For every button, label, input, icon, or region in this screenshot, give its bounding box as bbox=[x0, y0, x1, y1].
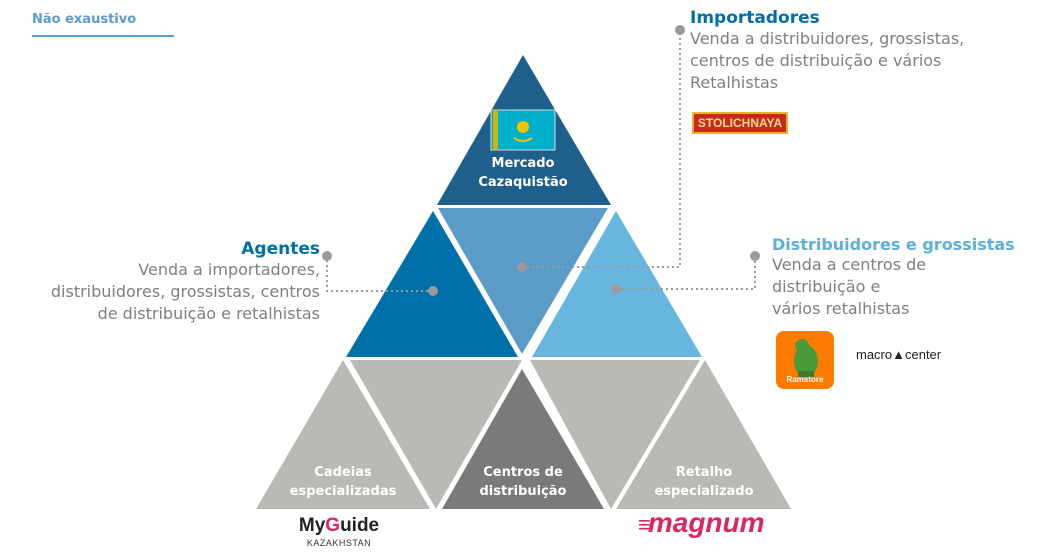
bottom-center-line1: Centros de bbox=[483, 465, 563, 480]
bottom-tri-center bbox=[442, 369, 604, 509]
connector-dots bbox=[322, 25, 760, 296]
myguide-logo: MyGuide KAZAKHSTAN bbox=[289, 515, 389, 549]
importadores-desc-line: centros de distribuição e vários bbox=[690, 51, 942, 70]
bottom-left-line2: especializadas bbox=[289, 484, 397, 499]
top-triangle-label: Mercado Cazaquistão bbox=[463, 154, 583, 192]
kazakhstan-flag-icon bbox=[490, 109, 556, 151]
distribuidores-title: Distribuidores e grossistas bbox=[772, 235, 1015, 254]
top-label-line1: Mercado bbox=[491, 156, 555, 171]
agentes-triangle bbox=[346, 211, 518, 357]
bottom-tri-1 bbox=[256, 360, 430, 509]
distribuidores-desc-line: Venda a centros de bbox=[772, 255, 927, 274]
stolichnaya-logo: STOLICHNAYA bbox=[692, 112, 788, 134]
bottom-right-label: Retalho especializado bbox=[626, 463, 782, 501]
importadores-title: Importadores bbox=[690, 8, 820, 28]
ramstore-logo-text: Ramstore bbox=[786, 375, 824, 384]
bottom-left-label: Cadeias especializadas bbox=[263, 463, 423, 501]
myguide-logo-part: G bbox=[325, 515, 341, 536]
myguide-logo-sub: KAZAKHSTAN bbox=[306, 538, 372, 548]
bottom-tri-5 bbox=[616, 360, 791, 509]
magnum-speed-lines-icon: ≡ bbox=[638, 512, 651, 537]
bottom-center-label: Centros de distribuição bbox=[449, 463, 597, 501]
macrocenter-logo: macro▲center bbox=[856, 347, 942, 362]
importadores-desc: Venda a distribuidores, grossistas, cent… bbox=[690, 28, 1040, 94]
importadores-desc-line: Retalhistas bbox=[690, 73, 779, 92]
myguide-logo-part: My bbox=[298, 515, 326, 536]
connector-lines bbox=[326, 30, 756, 292]
myguide-logo-part: uide bbox=[340, 515, 380, 536]
bottom-tri-2 bbox=[350, 360, 522, 509]
importadores-block: Importadores Venda a distribuidores, gro… bbox=[690, 8, 1040, 94]
distribuidores-desc-line: distribuição e bbox=[772, 277, 881, 296]
agentes-desc: Venda a importadores, distribuidores, gr… bbox=[0, 259, 320, 325]
bottom-right-line1: Retalho bbox=[675, 465, 733, 480]
distribuidores-desc: Venda a centros de distribuição e vários… bbox=[772, 254, 1048, 320]
center-blue-triangle bbox=[438, 208, 608, 354]
importadores-desc-line: Venda a distribuidores, grossistas, bbox=[690, 29, 965, 48]
agentes-block: Agentes Venda a importadores, distribuid… bbox=[0, 239, 320, 325]
agentes-desc-line: distribuidores, grossistas, centros bbox=[50, 282, 320, 301]
bottom-left-line1: Cadeias bbox=[314, 465, 372, 480]
non-exhaustive-badge: Não exaustivo bbox=[32, 12, 174, 37]
bottom-center-line2: distribuição bbox=[479, 484, 567, 499]
agentes-desc-line: Venda a importadores, bbox=[138, 260, 320, 279]
bottom-right-line2: especializado bbox=[654, 484, 754, 499]
agentes-desc-line: de distribuição e retalhistas bbox=[97, 304, 320, 323]
distribuidores-block: Distribuidores e grossistas Venda a cent… bbox=[772, 235, 1048, 320]
distribuidores-triangle bbox=[532, 211, 702, 357]
top-label-line2: Cazaquistão bbox=[478, 175, 568, 190]
agentes-title: Agentes bbox=[241, 239, 320, 259]
bottom-tri-4 bbox=[530, 360, 700, 509]
magnum-logo: ≡magnum bbox=[638, 506, 778, 542]
distribuidores-desc-line: vários retalhistas bbox=[772, 299, 910, 318]
magnum-logo-text: magnum bbox=[647, 507, 765, 538]
ramstore-kangaroo-icon bbox=[794, 339, 818, 377]
ramstore-logo: Ramstore bbox=[776, 331, 834, 389]
